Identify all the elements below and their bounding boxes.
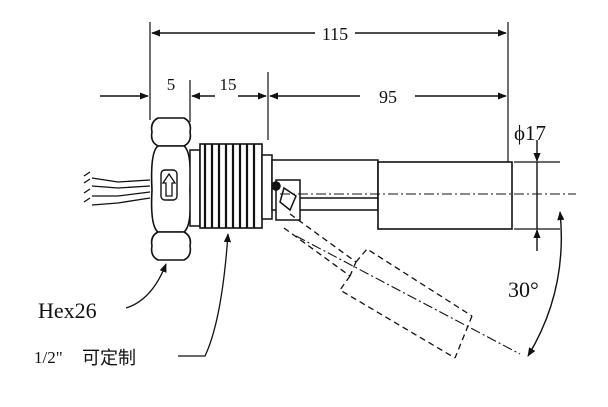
lead-wires [83,171,151,206]
dimension-30-deg-label: 30° [508,277,539,302]
dimension-overall-length: 115 [151,24,507,44]
hex-size-label: Hex26 [38,298,97,323]
dimension-swing-angle: 30° [508,211,565,357]
dimension-diameter-label: ϕ17 [514,121,546,145]
dimension-diameter: ϕ17 [514,121,546,251]
up-arrow-icon [160,169,178,201]
dimension-hex-thickness: 5 [100,75,176,100]
customizable-note: 可定制 [82,348,136,369]
callout-leaders [125,233,232,357]
stem-and-hinge [271,159,379,221]
dimension-115-label: 115 [322,24,348,44]
thread-section [189,143,273,229]
float-tilted-outline [283,213,473,359]
dimension-95-label: 95 [379,87,397,107]
dimension-15-label: 15 [220,75,237,94]
thread-size-label: 1/2" [34,348,63,367]
dimension-thread-length: 15 [191,75,267,100]
centerlines [280,193,576,355]
dimension-5-label: 5 [167,75,176,94]
dimension-float-length: 95 [269,87,507,107]
float-horizontal [377,161,513,230]
